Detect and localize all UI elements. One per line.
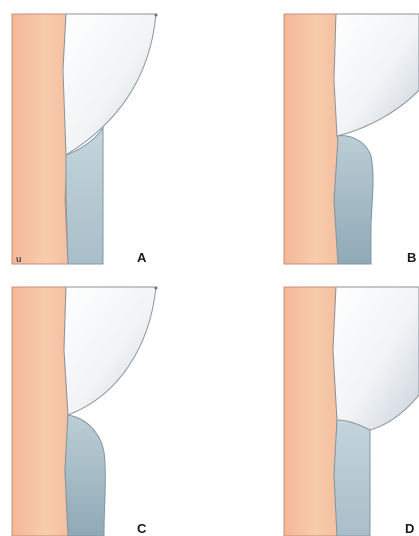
- tooth-root-b: [284, 14, 338, 264]
- tooth-root-d: [284, 287, 337, 536]
- crown-tip-c: [155, 287, 158, 290]
- tooth-root-a: [12, 14, 68, 264]
- enamel-crown-d: [333, 287, 419, 430]
- panel-label-a: A: [137, 250, 147, 265]
- panel-label-b: B: [407, 250, 416, 265]
- panel-label-c: C: [137, 521, 147, 536]
- tooth-root-c: [12, 287, 68, 536]
- enamel-crown-c: [64, 287, 156, 415]
- enamel-crown-b: [334, 14, 419, 136]
- panel-d: D: [284, 287, 419, 536]
- corner-mark-a: u: [16, 254, 22, 264]
- panel-label-d: D: [405, 521, 414, 536]
- gingiva-b: [334, 136, 373, 264]
- panel-a: u A: [12, 14, 158, 266]
- enamel-crown-a: [63, 14, 156, 155]
- panel-c: C: [12, 287, 158, 536]
- gingiva-c: [65, 415, 105, 536]
- crown-tip-a: [155, 14, 158, 17]
- panel-b: B: [284, 14, 419, 265]
- gingiva-d: [334, 420, 370, 536]
